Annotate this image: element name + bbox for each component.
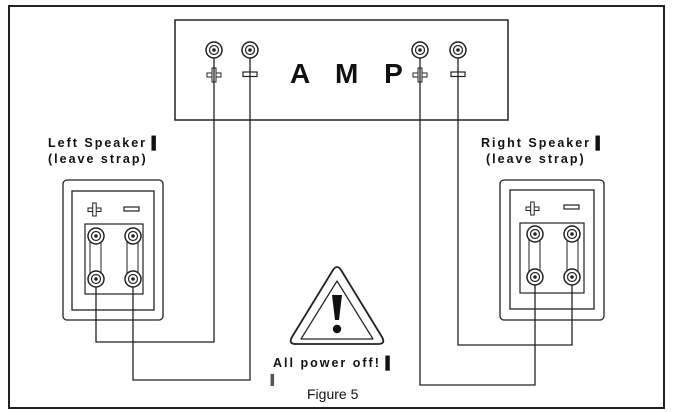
amp-right-plus-terminal bbox=[411, 41, 429, 59]
wire-right-negative bbox=[457, 58, 573, 346]
amp-left-plus-terminal bbox=[205, 41, 223, 59]
wire-left-negative bbox=[132, 58, 251, 381]
figure-caption: Figure 5 bbox=[307, 386, 359, 402]
amp-label: A M P bbox=[290, 58, 412, 89]
wire-right-positive bbox=[419, 58, 536, 386]
warning-text: All power off!▐ bbox=[273, 356, 392, 370]
amp-right-minus-terminal bbox=[449, 41, 467, 59]
left-speaker-label: Left Speaker▐ bbox=[48, 136, 158, 150]
right-speaker bbox=[499, 179, 605, 321]
right-speaker-note: (leave strap) bbox=[486, 152, 586, 166]
amp-left-minus-terminal bbox=[241, 41, 259, 59]
right-speaker-label: Right Speaker▐ bbox=[481, 136, 602, 150]
amp-box bbox=[174, 19, 509, 121]
exclamation-triangle-icon bbox=[289, 266, 385, 345]
figure-frame bbox=[8, 5, 665, 409]
wire-left-positive bbox=[95, 58, 215, 343]
left-speaker bbox=[62, 179, 164, 321]
warning-mark: ▐ bbox=[267, 375, 275, 386]
left-speaker-note: (leave strap) bbox=[48, 152, 148, 166]
